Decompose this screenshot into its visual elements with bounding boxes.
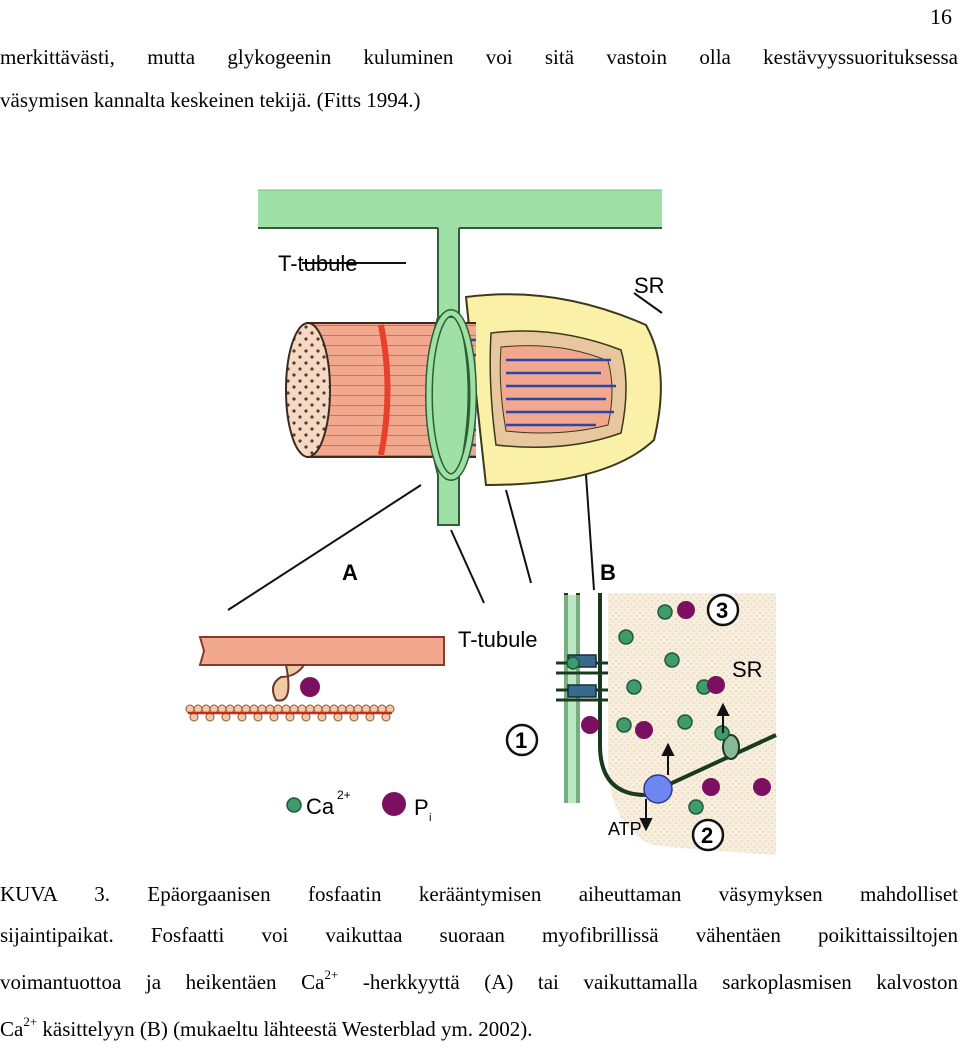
intro-line-2: väsymisen kannalta keskeinen tekijä. (Fi…: [0, 88, 421, 112]
sarcolemma: [258, 189, 662, 322]
figure-caption: KUVA 3. Epäorgaanisen fosfaatin keräänty…: [0, 874, 958, 1050]
muscle-fatigue-figure: T-tubule SR A Ca 2+ P i B: [185, 189, 777, 855]
caption-line-2: sijaintipaikat. Fosfaatti voi vaikuttaa …: [0, 923, 958, 947]
panel-a-label: A: [342, 560, 358, 585]
caption-line-3: voimantuottoa ja heikentäen Ca2+ -herkky…: [0, 956, 958, 1003]
page-number: 16: [930, 4, 952, 29]
t-tubule-ring: [425, 309, 477, 526]
panel-a-myofilaments: [185, 636, 445, 722]
caption-line-4-sup: 2+: [23, 1014, 38, 1029]
legend: Ca 2+ P i: [286, 788, 431, 824]
calcium-ions: [566, 604, 730, 815]
marker-1: 1: [515, 728, 527, 753]
caption-line-4: Ca2+ käsittelyyn (B) (mukaeltu lähteestä…: [0, 1003, 958, 1050]
pump-arrows: [639, 702, 730, 832]
atp-pump: [643, 774, 673, 804]
caption-line-4a: Ca: [0, 1017, 24, 1041]
marker-2: 2: [701, 823, 713, 848]
caption-line-3b: -herkkyyttä (A) tai vaikuttamalla sarkop…: [338, 970, 959, 994]
panel-b-label: B: [600, 560, 616, 585]
legend-ca-sup: 2+: [337, 788, 351, 802]
t-tubule-label-top: T-tubule: [278, 251, 358, 276]
marker-3: 3: [716, 598, 728, 623]
numbered-markers: 1 2 3: [505, 593, 740, 852]
intro-line-1: merkittävästi, mutta glykogeenin kulumin…: [0, 45, 958, 69]
sr-label-top: SR: [634, 273, 665, 298]
zoom-lines: [227, 262, 663, 611]
pi-legend-dot: [382, 792, 406, 816]
caption-line-3-sup: 2+: [324, 967, 339, 982]
ca-legend-dot: [286, 797, 302, 813]
legend-p-sub: i: [429, 812, 431, 824]
caption-line-1: KUVA 3. Epäorgaanisen fosfaatin keräänty…: [0, 882, 958, 906]
atp-label: ATP: [608, 819, 642, 839]
caption-line-3a: voimantuottoa ja heikentäen Ca: [0, 970, 325, 994]
legend-ca-label: Ca: [306, 794, 335, 819]
legend-p-label: P: [414, 795, 429, 820]
caption-line-4b: käsittelyyn (B) (mukaeltu lähteestä West…: [37, 1017, 533, 1041]
t-tubule-label-b: T-tubule: [458, 627, 538, 652]
phosphate-ions: [581, 601, 771, 796]
sarcoplasmic-reticulum: [464, 293, 662, 487]
sr-label-b: SR: [732, 657, 763, 682]
intro-paragraph: merkittävästi, mutta glykogeenin kulumin…: [0, 36, 958, 122]
